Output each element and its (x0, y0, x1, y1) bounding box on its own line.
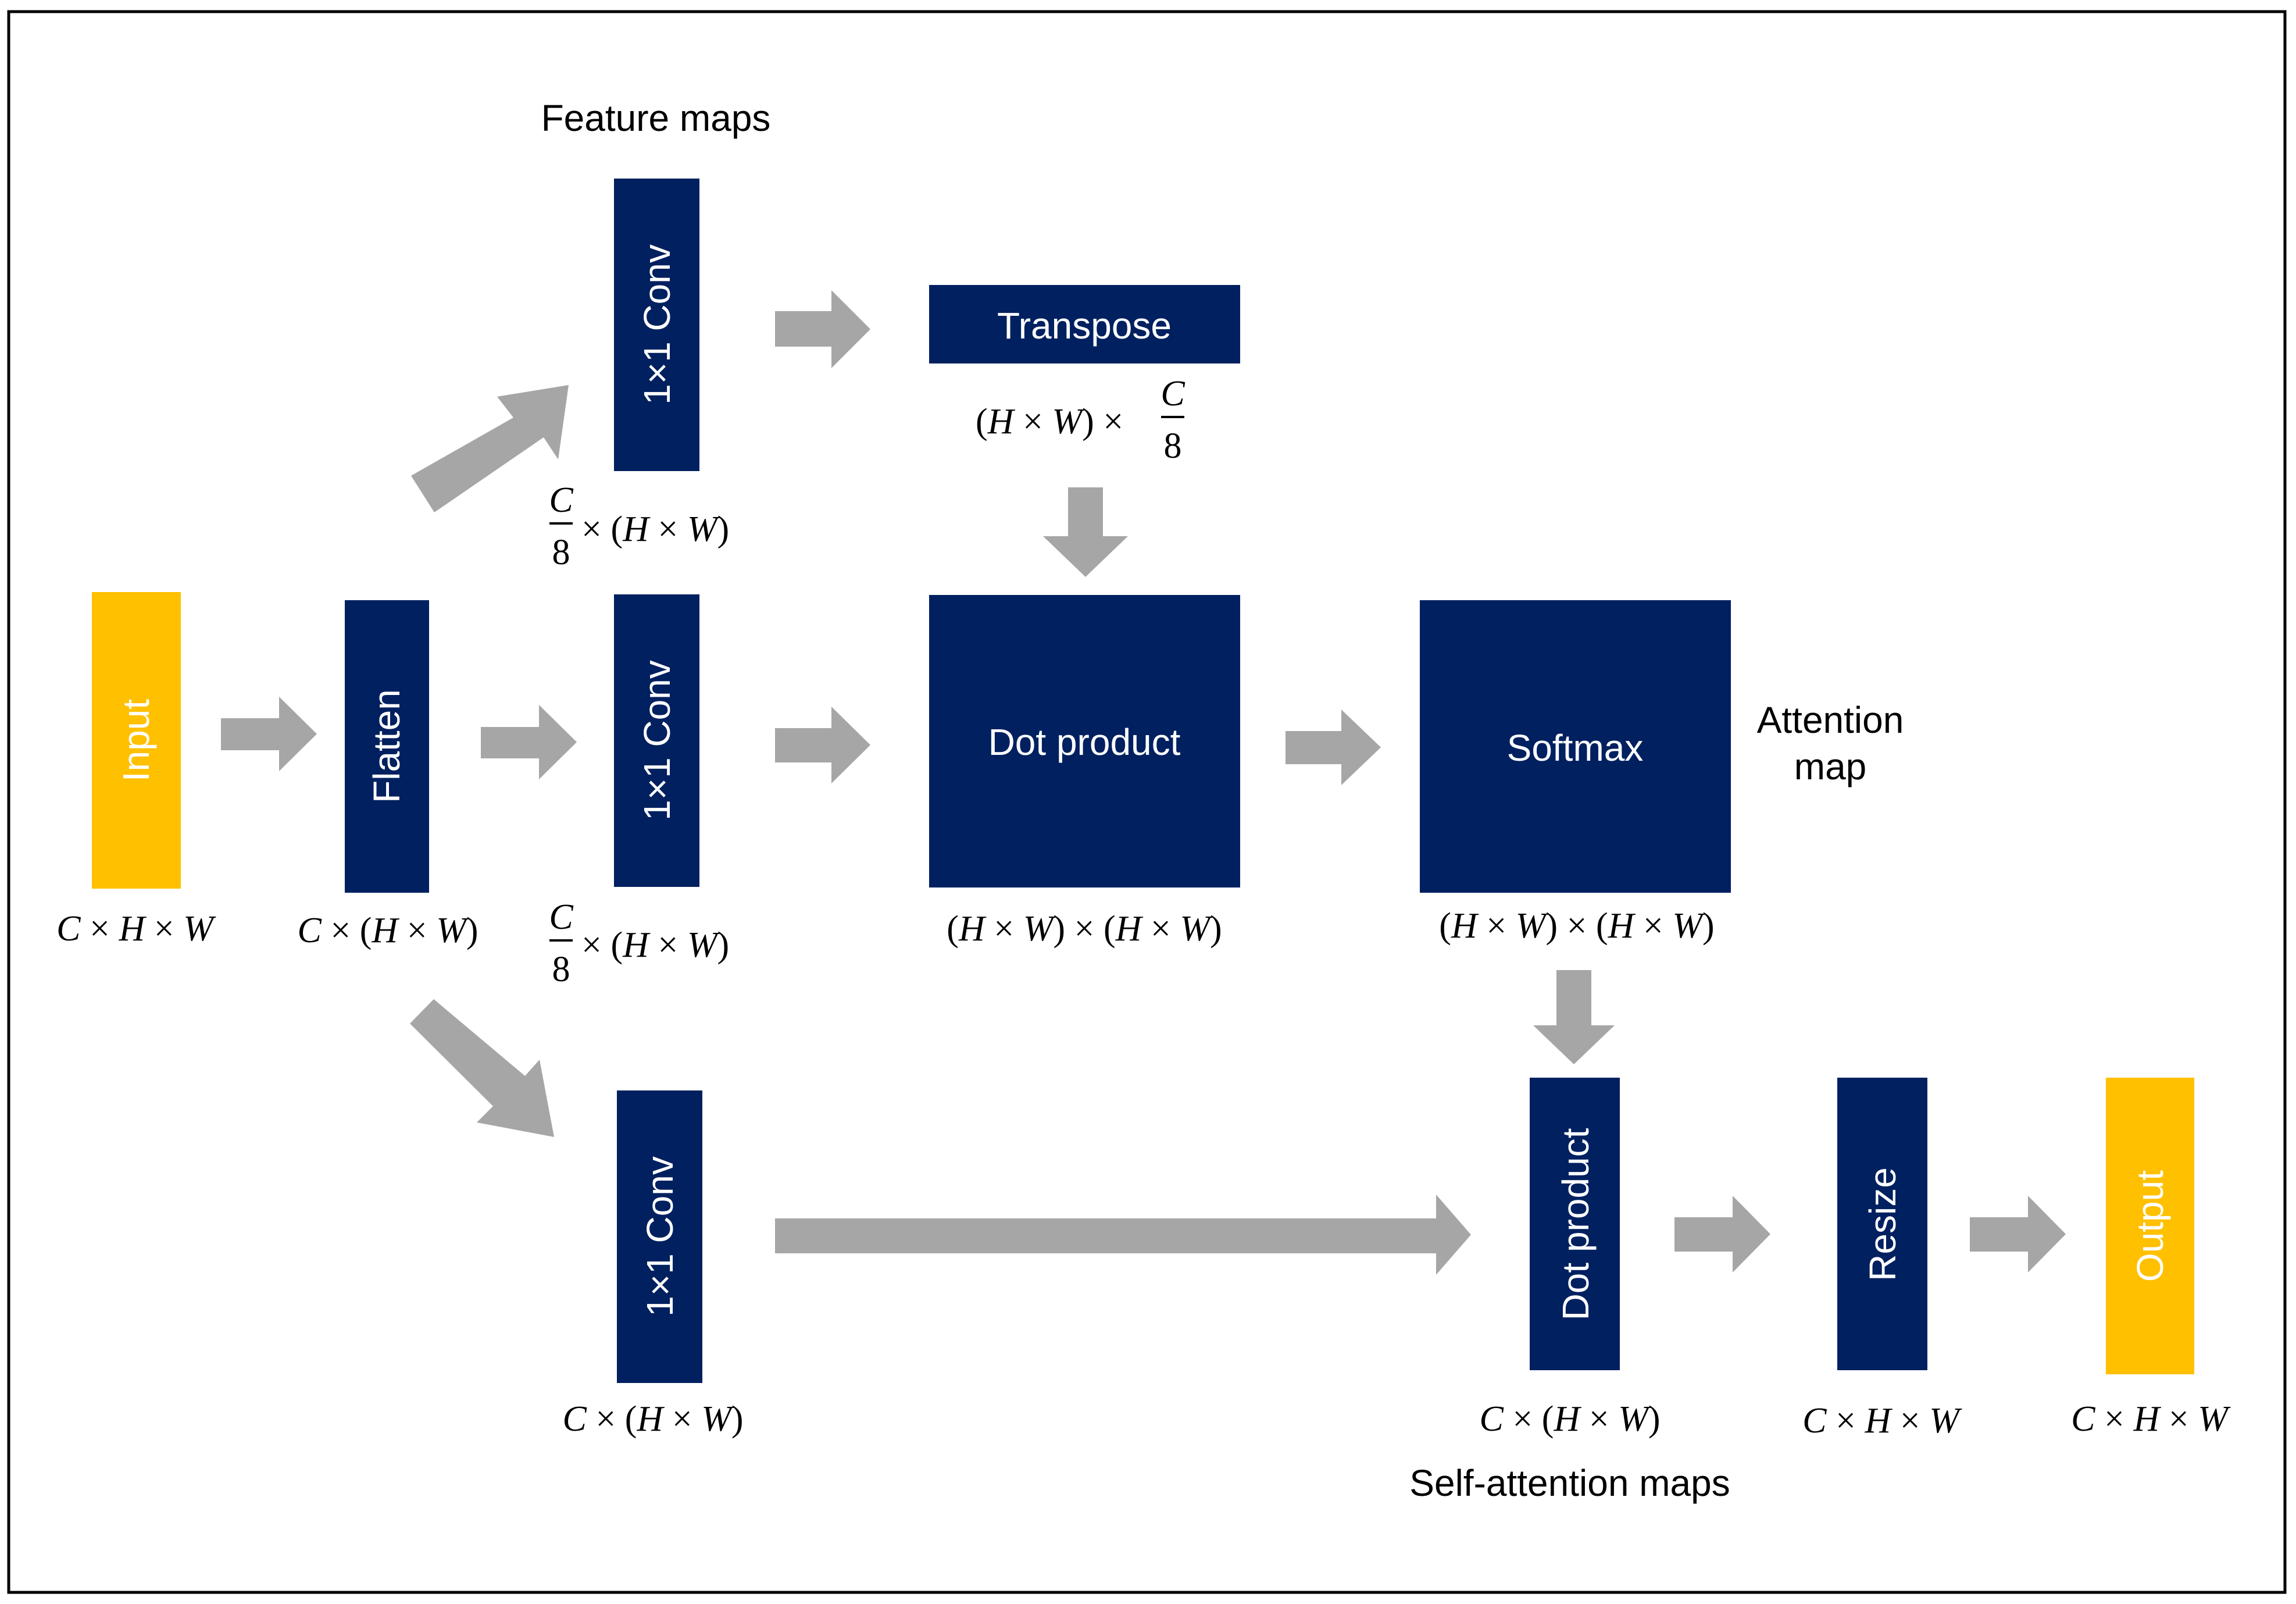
dim-dot-out: C × (H × W) (1479, 1399, 1660, 1439)
output-label: Output (2129, 1170, 2171, 1282)
block-labels: Input Flatten 1×1 Conv 1×1 Conv 1×1 Conv… (115, 244, 2171, 1320)
dim-softmax: (H × W) × (H × W) (1439, 906, 1714, 946)
dim-transpose-left: (H × W) × (976, 402, 1123, 441)
diagram-frame (7, 10, 2287, 1594)
dot-product-out-label: Dot product (1555, 1128, 1597, 1320)
dim-conv-mid-rest: × (H × W) (581, 925, 729, 965)
dim-conv-mid-den: 8 (552, 950, 570, 989)
resize-block (1837, 1078, 1927, 1370)
conv-mid-block (614, 594, 699, 887)
blocks (92, 179, 2194, 1383)
resize-label: Resize (1862, 1167, 1904, 1281)
arrow-transpose-to-dot (1043, 487, 1128, 577)
conv-bottom-block (617, 1090, 702, 1383)
attention-map-label-line1: Attention (1757, 699, 1904, 741)
flatten-block (345, 600, 429, 893)
arrows (221, 290, 2066, 1275)
arrow-dot-to-softmax (1286, 710, 1381, 785)
conv-top-block (614, 179, 699, 471)
arrow-flatten-to-conv-mid (481, 705, 577, 779)
dim-transpose-num: C (1161, 374, 1185, 414)
dim-conv-top: C 8 × (H × W) (549, 480, 729, 572)
arrow-conv-top-to-transpose (775, 290, 870, 368)
attention-map-label-line2: map (1794, 746, 1867, 787)
dim-conv-mid-num: C (549, 897, 573, 937)
dim-conv-bottom: C × (H × W) (562, 1399, 743, 1439)
dim-dot-main: (H × W) × (H × W) (947, 909, 1222, 949)
dimension-labels: C × H × W C × (H × W) C 8 × (H × W) C 8 … (56, 374, 2231, 1441)
dot-product-main-label: Dot product (988, 721, 1181, 763)
dim-conv-top-num: C (549, 480, 573, 520)
dim-conv-top-rest: × (H × W) (581, 509, 729, 549)
dim-resize: C × H × W (1802, 1401, 1962, 1441)
dim-transpose-den: 8 (1164, 426, 1182, 466)
arrow-conv-bottom-to-dot-out (775, 1195, 1471, 1275)
dim-output: C × H × W (2071, 1399, 2231, 1439)
output-block (2106, 1078, 2194, 1374)
arrow-resize-to-output (1970, 1196, 2066, 1272)
arrow-input-to-flatten (221, 697, 317, 771)
arrow-conv-mid-to-dot (775, 707, 870, 783)
dim-transpose: (H × W) × C 8 (976, 374, 1185, 466)
transpose-label: Transpose (997, 305, 1172, 347)
arrow-softmax-to-dot-out (1533, 970, 1615, 1064)
conv-mid-label: 1×1 Conv (636, 660, 678, 821)
arrow-flatten-to-conv-bottom (410, 999, 554, 1137)
transpose-block (929, 285, 1240, 363)
input-block (92, 592, 181, 889)
arrow-flatten-to-conv-top (411, 385, 569, 512)
dim-input: C × H × W (56, 909, 216, 949)
softmax-block (1420, 600, 1731, 893)
softmax-label: Softmax (1507, 727, 1644, 769)
conv-top-label: 1×1 Conv (636, 244, 678, 405)
dim-conv-top-den: 8 (552, 533, 570, 572)
feature-maps-label: Feature maps (541, 97, 771, 139)
conv-bottom-label: 1×1 Conv (639, 1156, 681, 1317)
dot-product-out-block (1530, 1078, 1620, 1370)
dim-flatten: C × (H × W) (297, 911, 478, 950)
dot-product-main-block (929, 595, 1240, 887)
self-attention-maps-label: Self-attention maps (1409, 1462, 1730, 1504)
arrow-dot-out-to-resize (1674, 1196, 1770, 1272)
flatten-label: Flatten (366, 689, 408, 803)
caption-labels: Feature maps Attention map Self-attentio… (541, 97, 1904, 1504)
input-label: Input (115, 699, 157, 782)
dim-conv-mid: C 8 × (H × W) (549, 897, 729, 989)
